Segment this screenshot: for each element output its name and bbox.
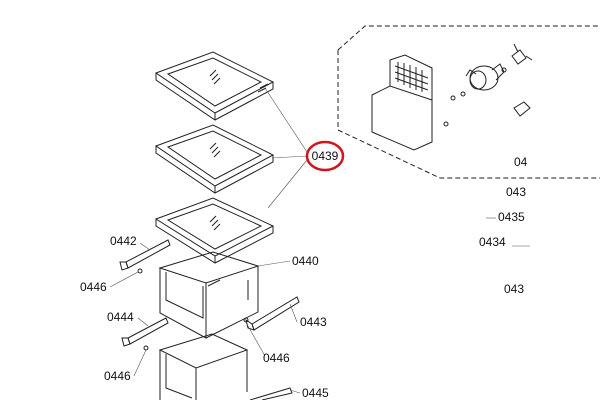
cut-label-4: 0434 <box>479 235 506 249</box>
drawer-upper <box>158 251 260 339</box>
cut-label-5: 043 <box>504 282 524 296</box>
label-0439: 0439 <box>312 149 339 163</box>
fan-assembly-inset <box>337 25 600 179</box>
glass-shelf-lower <box>154 197 275 264</box>
cut-label-2: 043 <box>506 185 526 199</box>
glass-shelf-middle <box>154 124 275 194</box>
cut-label-3: 0435 <box>498 210 525 224</box>
bracket-small <box>443 101 531 127</box>
fan-blade <box>501 43 533 73</box>
label-0440: 0440 <box>292 254 319 268</box>
cut-label-1: 04 <box>514 155 528 169</box>
callout-0439-leaders <box>264 87 308 209</box>
fan-motor <box>450 63 505 101</box>
part-leaders <box>109 242 301 394</box>
label-0445: 0445 <box>302 386 329 400</box>
label-0443: 0443 <box>300 315 327 329</box>
label-0444: 0444 <box>107 310 134 324</box>
drawer-lower <box>158 333 249 400</box>
rail-right-top <box>243 296 300 331</box>
right-cut-labels: 04 043 0435 0434 043 <box>479 155 530 296</box>
callout-0439: 0439 <box>305 140 345 172</box>
highlight-ring <box>305 140 345 172</box>
label-0442: 0442 <box>110 234 137 248</box>
label-0446-lower: 0446 <box>104 369 131 383</box>
glass-shelf-top <box>154 51 275 121</box>
rail-right-bottom <box>249 387 293 400</box>
rail-left-top <box>119 239 171 274</box>
label-0446-upper: 0446 <box>80 280 107 294</box>
air-duct-cover <box>371 54 433 151</box>
label-0446-right: 0446 <box>263 351 290 365</box>
